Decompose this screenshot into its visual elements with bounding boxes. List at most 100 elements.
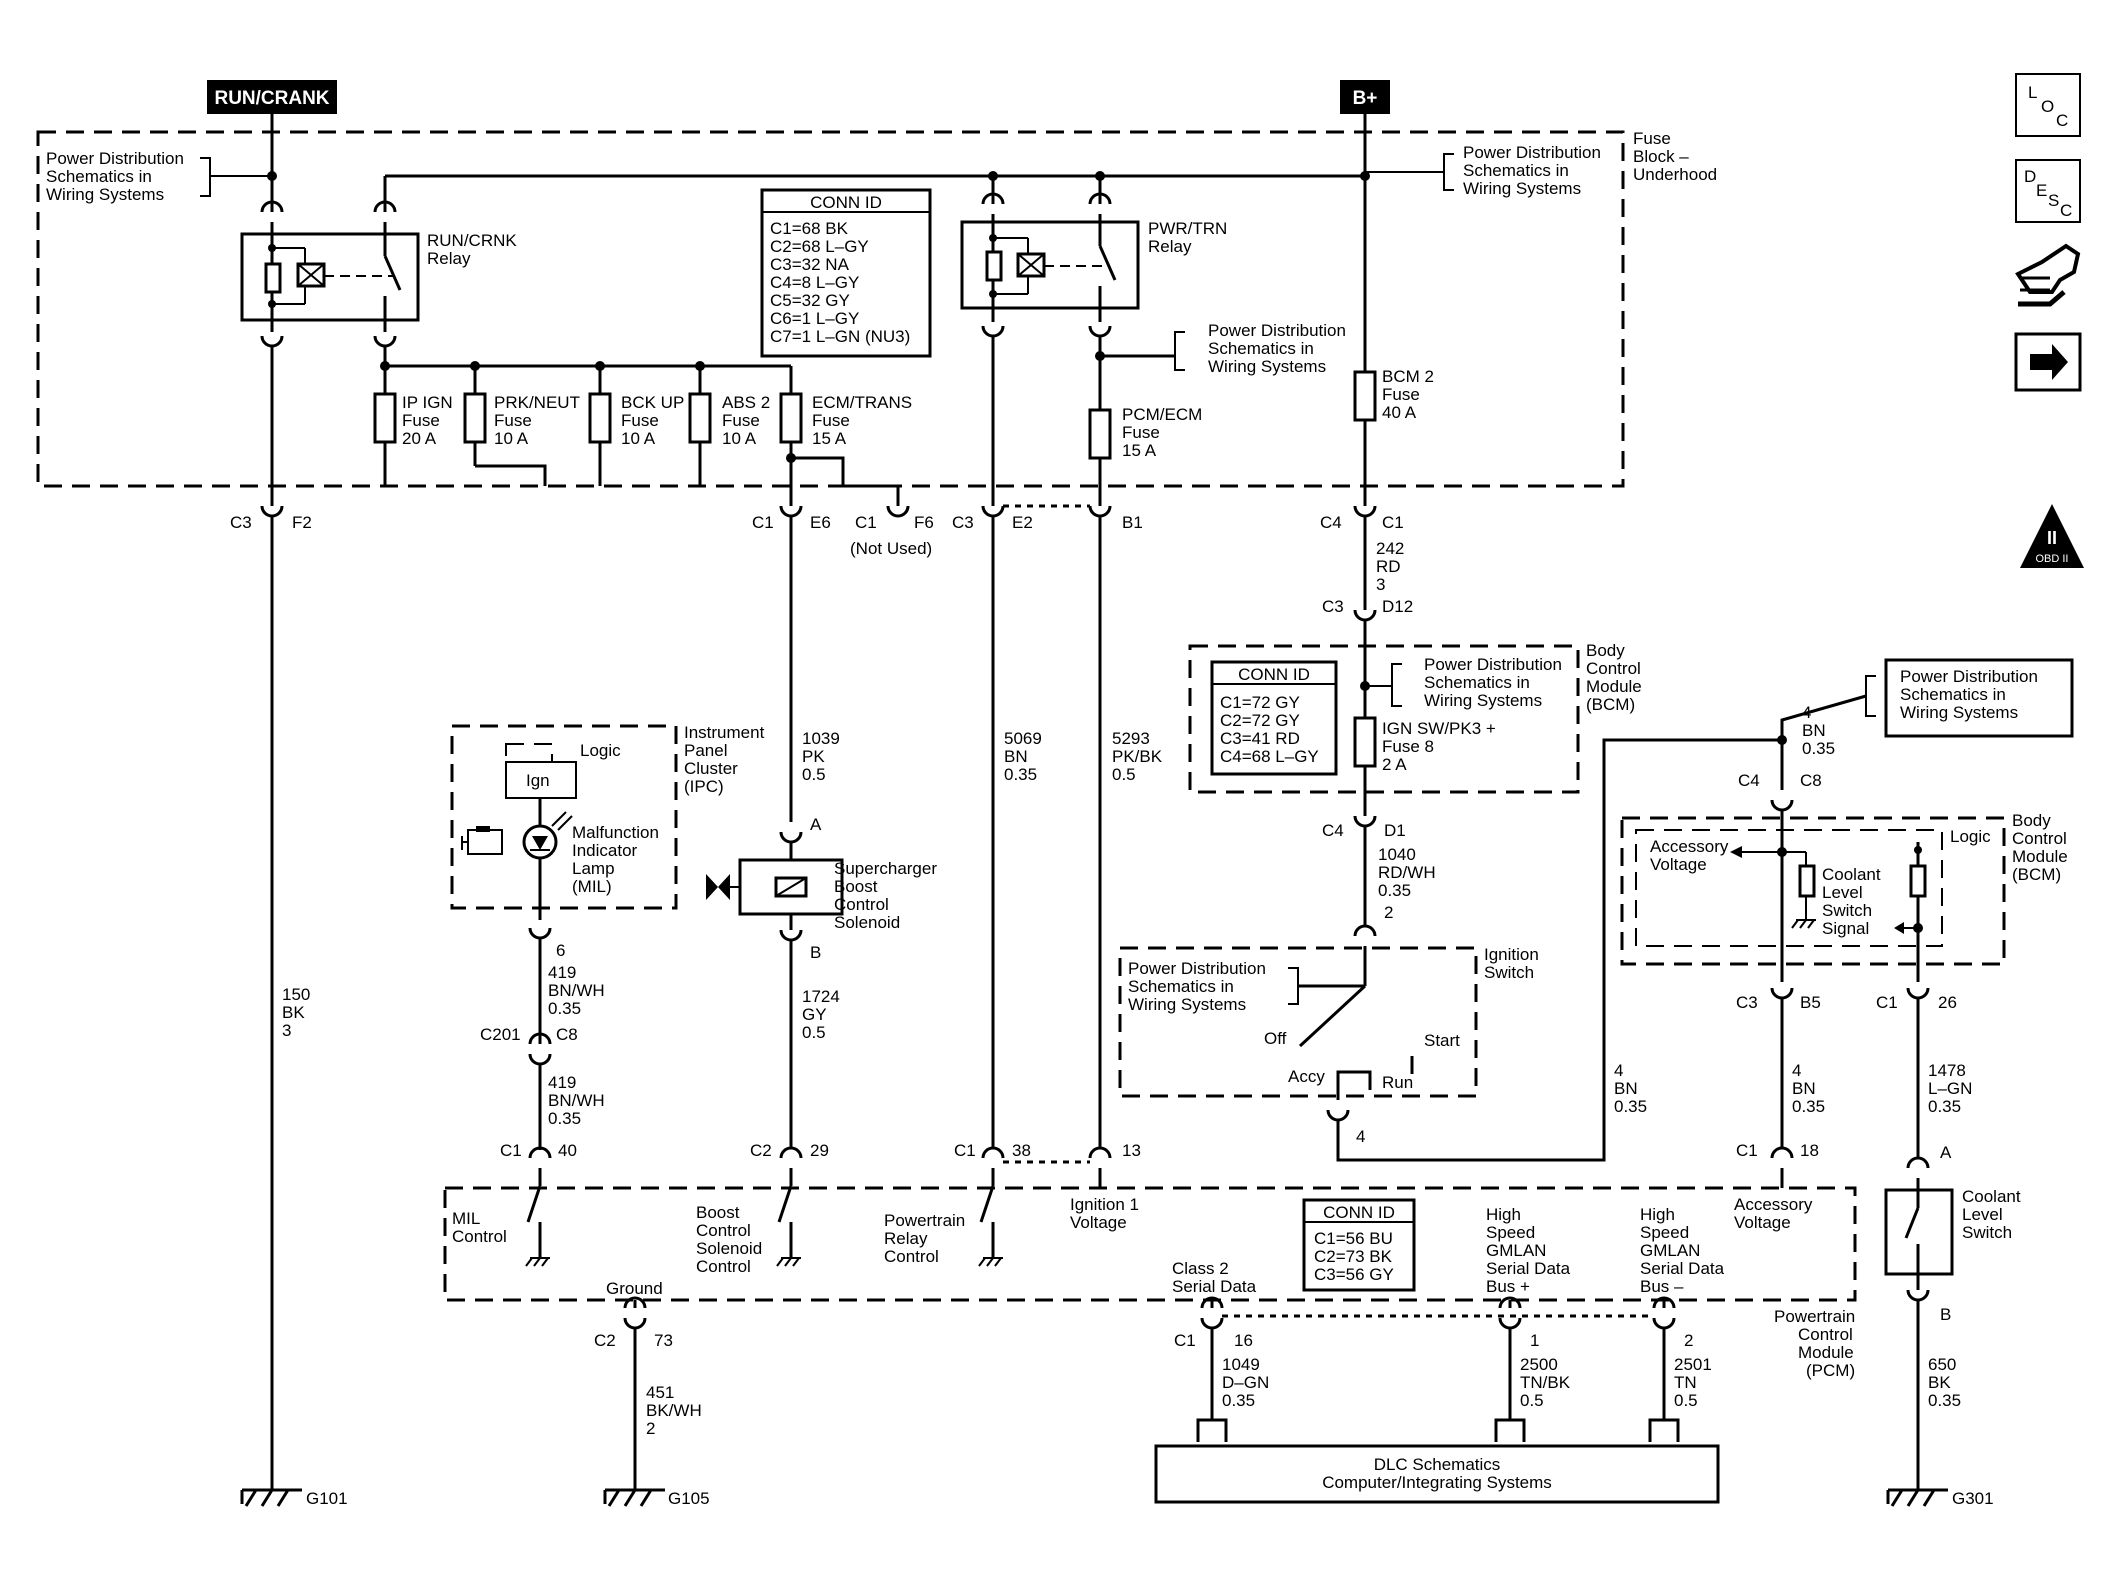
svg-text:PCM/ECM: PCM/ECM <box>1122 405 1202 424</box>
pcm-mil-control: MIL Control <box>452 1168 550 1267</box>
svg-text:CONN ID: CONN ID <box>1323 1203 1395 1222</box>
svg-text:5069: 5069 <box>1004 729 1042 748</box>
svg-text:Switch: Switch <box>1484 963 1534 982</box>
svg-text:Relay: Relay <box>427 249 471 268</box>
svg-text:BN/WH: BN/WH <box>548 981 605 1000</box>
svg-text:B: B <box>1940 1305 1951 1324</box>
svg-text:Control: Control <box>1798 1325 1853 1344</box>
wire-419-a: 419 BN/WH 0.35 <box>548 963 605 1018</box>
svg-text:Fuse: Fuse <box>1122 423 1160 442</box>
svg-text:RD/WH: RD/WH <box>1378 863 1436 882</box>
svg-text:0.35: 0.35 <box>1004 765 1037 784</box>
svg-text:Powertrain: Powertrain <box>884 1211 965 1230</box>
svg-text:RUN/CRANK: RUN/CRANK <box>214 88 329 109</box>
svg-text:0.35: 0.35 <box>1378 881 1411 900</box>
wire-1039: 1039 PK 0.5 <box>802 729 840 784</box>
wire-650: 650 BK 0.35 <box>1928 1355 1961 1410</box>
svg-text:13: 13 <box>1122 1141 1141 1160</box>
svg-text:Block –: Block – <box>1633 147 1689 166</box>
svg-text:Voltage: Voltage <box>1070 1213 1127 1232</box>
svg-text:10 A: 10 A <box>494 429 529 448</box>
svg-text:C1: C1 <box>954 1141 976 1160</box>
svg-text:PRK/NEUT: PRK/NEUT <box>494 393 580 412</box>
svg-text:BN: BN <box>1792 1079 1816 1098</box>
svg-text:S: S <box>2048 191 2059 210</box>
svg-text:C1=72 GY: C1=72 GY <box>1220 693 1300 712</box>
svg-text:2501: 2501 <box>1674 1355 1712 1374</box>
connector-c3-f2: C3 F2 <box>230 505 312 532</box>
wire-451: 451 BK/WH 2 <box>646 1383 702 1438</box>
svg-text:C4: C4 <box>1738 771 1760 790</box>
svg-text:B5: B5 <box>1800 993 1821 1012</box>
svg-text:BK: BK <box>1928 1373 1951 1392</box>
svg-text:4: 4 <box>1356 1127 1365 1146</box>
svg-text:Module: Module <box>2012 847 2068 866</box>
svg-text:B+: B+ <box>1353 88 1378 109</box>
svg-text:Power Distribution: Power Distribution <box>1208 321 1346 340</box>
fuse-bck-up: BCK UP Fuse 10 A <box>588 366 684 486</box>
svg-text:Voltage: Voltage <box>1734 1213 1791 1232</box>
wire-419-b: 419 BN/WH 0.35 <box>548 1073 605 1128</box>
svg-text:1: 1 <box>1530 1331 1539 1350</box>
svg-text:15 A: 15 A <box>1122 441 1157 460</box>
wire-4-bn-b: 4 BN 0.35 <box>1802 703 1835 758</box>
svg-text:IP IGN: IP IGN <box>402 393 453 412</box>
svg-text:26: 26 <box>1938 993 1957 1012</box>
svg-text:BK: BK <box>282 1003 305 1022</box>
svg-text:Fuse: Fuse <box>1382 385 1420 404</box>
svg-text:F2: F2 <box>292 513 312 532</box>
svg-text:Fuse: Fuse <box>1633 129 1671 148</box>
svg-text:Level: Level <box>1962 1205 2003 1224</box>
svg-text:Start: Start <box>1424 1031 1460 1050</box>
svg-text:Accy: Accy <box>1288 1067 1325 1086</box>
wire-150: 150 BK 3 <box>282 985 310 1040</box>
svg-text:1724: 1724 <box>802 987 840 1006</box>
dlc-schematics-box: DLC Schematics Computer/Integrating Syst… <box>1154 1444 1720 1504</box>
connector-b1: B1 <box>1088 505 1143 532</box>
pcm-boost-control: Boost Control Solenoid Control <box>696 1168 801 1276</box>
svg-text:Wiring Systems: Wiring Systems <box>46 185 164 204</box>
svg-text:BK/WH: BK/WH <box>646 1401 702 1420</box>
svg-text:Bus +: Bus + <box>1486 1277 1530 1296</box>
power-distribution-ref-1: Power Distribution Schematics in Wiring … <box>46 149 272 204</box>
svg-text:0.35: 0.35 <box>1928 1391 1961 1410</box>
connector-2: 2 <box>1652 1296 1693 1350</box>
svg-text:2: 2 <box>1384 903 1393 922</box>
svg-text:0.35: 0.35 <box>1802 739 1835 758</box>
svg-text:C3: C3 <box>1322 597 1344 616</box>
svg-text:Fuse: Fuse <box>494 411 532 430</box>
connector-c1-18: C1 18 <box>1736 1141 1819 1160</box>
svg-text:Power Distribution: Power Distribution <box>46 149 184 168</box>
svg-text:BN: BN <box>1004 747 1028 766</box>
svg-text:Serial Data: Serial Data <box>1172 1277 1257 1296</box>
svg-text:PWR/TRN: PWR/TRN <box>1148 219 1227 238</box>
engine-icon <box>461 826 503 855</box>
svg-text:C3: C3 <box>1736 993 1758 1012</box>
svg-text:C4: C4 <box>1322 821 1344 840</box>
svg-text:242: 242 <box>1376 539 1404 558</box>
location-icon[interactable]: L O C <box>2015 73 2081 137</box>
svg-text:F6: F6 <box>914 513 934 532</box>
svg-text:High: High <box>1486 1205 1521 1224</box>
fuse-prk-neut: PRK/NEUT Fuse 10 A <box>463 366 580 486</box>
svg-text:C4: C4 <box>1320 513 1342 532</box>
diagnostic-tools-icon[interactable] <box>2015 243 2081 307</box>
svg-text:Malfunction: Malfunction <box>572 823 659 842</box>
wire-4-bn-a: 4 BN 0.35 <box>1614 1061 1647 1116</box>
svg-text:0.5: 0.5 <box>1112 765 1136 784</box>
svg-text:BN/WH: BN/WH <box>548 1091 605 1110</box>
svg-text:A: A <box>810 815 822 834</box>
svg-text:Coolant: Coolant <box>1822 865 1881 884</box>
svg-text:Ignition 1: Ignition 1 <box>1070 1195 1139 1214</box>
ipc-box <box>450 724 678 910</box>
svg-text:D1: D1 <box>1384 821 1406 840</box>
svg-text:0.35: 0.35 <box>548 1109 581 1128</box>
svg-text:1040: 1040 <box>1378 845 1416 864</box>
svg-text:G105: G105 <box>668 1489 710 1508</box>
svg-text:Control: Control <box>2012 829 2067 848</box>
description-icon[interactable]: D E S C <box>2015 159 2081 223</box>
svg-text:1049: 1049 <box>1222 1355 1260 1374</box>
next-arrow-icon[interactable] <box>2014 332 2082 392</box>
svg-text:419: 419 <box>548 1073 576 1092</box>
connector-c3-e2: C3 E2 <box>952 505 1033 532</box>
